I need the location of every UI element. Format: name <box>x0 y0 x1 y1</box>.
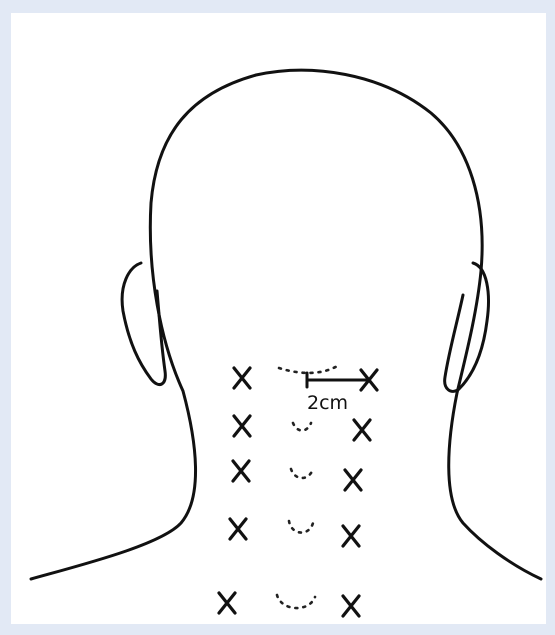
figure-canvas: 2cm <box>11 13 546 624</box>
injection-point <box>230 519 246 539</box>
injection-point <box>343 596 359 616</box>
measurement-bar <box>307 373 369 387</box>
right-ear <box>445 263 489 391</box>
occipital-dotted-line <box>279 365 339 373</box>
neck-diagram <box>11 13 546 624</box>
injection-point <box>234 368 250 388</box>
spinous-process-mark <box>293 423 311 431</box>
spinous-process-mark <box>289 521 313 533</box>
spinous-process-mark <box>291 469 313 478</box>
distance-label: 2cm <box>307 392 348 414</box>
head-outline <box>31 70 541 579</box>
left-ear <box>122 263 165 385</box>
injection-point <box>343 526 359 546</box>
injection-point <box>354 420 370 440</box>
injection-point <box>219 593 235 613</box>
injection-point <box>233 461 249 481</box>
injection-point <box>345 470 361 490</box>
injection-point <box>234 416 250 436</box>
spinous-process-mark <box>277 595 315 608</box>
